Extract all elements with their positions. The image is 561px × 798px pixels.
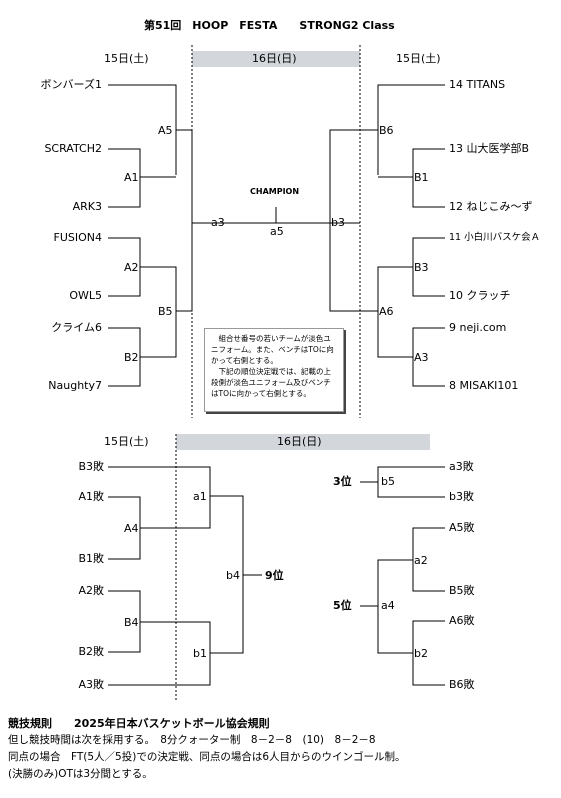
rules-line-3: (決勝のみ)OTは3分間とする。 [8,768,153,780]
fifth-entry: A5敗 [449,521,475,534]
game-label-a5: A5 [158,124,173,137]
left-team-name: SCRATCH [44,142,95,155]
consolation-entry: A2敗 [78,584,104,597]
game-label-a6: A6 [379,305,394,318]
game-label-a3: a3 [211,216,225,229]
right-team-seed: 12 [449,200,463,213]
left-team-seed: 4 [95,231,102,244]
rules-line-1: 但し競技時間は次を採用する。 8分クォーター制 8－2－8 (10) 8－2－8 [8,734,376,746]
game-label-b3: b3 [331,216,345,229]
third-place-label: 3位 [333,475,352,488]
game-label-a4-fifth: a4 [381,599,395,612]
game-label-a5-final: a5 [270,225,284,238]
game-label-a3-upper: A3 [414,351,429,364]
game-label-a1: A1 [124,171,139,184]
right-team-name: 山大医学部B [466,142,530,155]
game-label-b2-fifth: b2 [414,647,428,660]
game-label-b4-ninth: b4 [226,569,240,582]
left-team-seed: 3 [95,200,102,213]
champion-label: CHAMPION [250,187,300,196]
game-label-b1: B1 [414,171,429,184]
left-team-seed: 7 [95,379,102,392]
fifth-entry: A6敗 [449,614,475,627]
game-label-b5-third: b5 [381,475,395,488]
consolation-entry: B2敗 [78,645,104,658]
right-team-seed: 10 [449,289,463,302]
game-label-b1-cons: b1 [193,647,207,660]
day-header-center-16: 16日(日) [252,52,297,65]
fifth-entry: B5敗 [449,584,475,597]
right-team: 12 ねじこみ～ず [449,201,533,212]
right-team-name: 小白川バスケ会Ａ [464,232,541,243]
left-team-name: ボンバーズ [40,78,95,91]
right-team-seed: 9 [449,321,456,334]
consolation-entry: A1敗 [78,490,104,503]
consolation-entry: B3敗 [78,460,104,473]
left-team-name: FUSION [53,231,96,244]
left-team-seed: 1 [95,78,102,91]
right-team-seed: 13 [449,142,463,155]
game-label-a2-fifth: a2 [414,554,428,567]
left-team-seed: 2 [95,142,102,155]
third-entry: a3敗 [449,460,474,473]
right-team-name: MISAKI101 [459,379,519,392]
fifth-place-label: 5位 [333,599,352,612]
left-team-name: ARK [72,200,95,213]
right-team: 13 山大医学部B [449,143,529,154]
note-paragraph-2: 下記の順位決定戦では、記載の上段側が淡色ユニフォーム及びベンチはTOに向かって右… [211,367,331,398]
right-team: 10 クラッチ [449,290,511,301]
game-label-a2: A2 [124,261,139,274]
right-team-name: neji.com [459,321,507,334]
day-header-right-15: 15日(土) [396,52,441,65]
right-team-name: ねじこみ～ず [466,200,533,213]
right-team-seed: 14 [449,78,463,91]
note-paragraph-1: 組合せ番号の若いチームが淡色ユニフォーム。また、ベンチはTOに向かって右側とする… [211,334,334,365]
consolation-entry: B1敗 [78,552,104,565]
day-header-consolation-16: 16日(日) [277,435,322,448]
game-label-a1-cons: a1 [193,490,207,503]
game-label-b3-upper: B3 [414,261,429,274]
right-team-seed: 11 [449,232,462,243]
game-label-b5: B5 [158,305,173,318]
rules-line-2: 同点の場合 FT(5人／5投)での決定戦、同点の場合は6人目からのウインゴール制… [8,751,406,763]
rules-heading: 競技規則 2025年日本バスケットボール協会規則 [8,717,270,730]
game-label-b2: B2 [124,351,139,364]
left-team-seed: 5 [95,289,102,302]
third-entry: b3敗 [449,490,474,503]
right-team: 9 neji.com [449,322,506,333]
game-label-b6: B6 [379,124,394,137]
right-team: 11 小白川バスケ会Ａ [449,233,540,243]
consolation-entry: A3敗 [78,678,104,691]
left-team-seed: 6 [95,321,102,334]
right-team-seed: 8 [449,379,456,392]
left-team-name: Naughty [48,379,95,392]
ninth-place-label: 9位 [265,569,284,582]
game-label-b4-cons: B4 [124,616,139,629]
day-header-left-15: 15日(土) [104,52,149,65]
page-title: 第51回 HOOP FESTA STRONG2 Class [144,19,395,32]
left-team-name: OWL [69,289,95,302]
right-team-name: クラッチ [466,289,511,302]
fifth-entry: B6敗 [449,678,475,691]
right-team-name: TITANS [466,78,506,91]
day-header-consolation-15: 15日(土) [104,435,149,448]
game-label-a4-cons: A4 [124,522,139,535]
left-team-name: クライム [51,321,95,334]
right-team: 14 TITANS [449,79,505,90]
uniform-note-box: 組合せ番号の若いチームが淡色ユニフォーム。また、ベンチはTOに向かって右側とする… [204,328,344,412]
right-team: 8 MISAKI101 [449,380,518,391]
